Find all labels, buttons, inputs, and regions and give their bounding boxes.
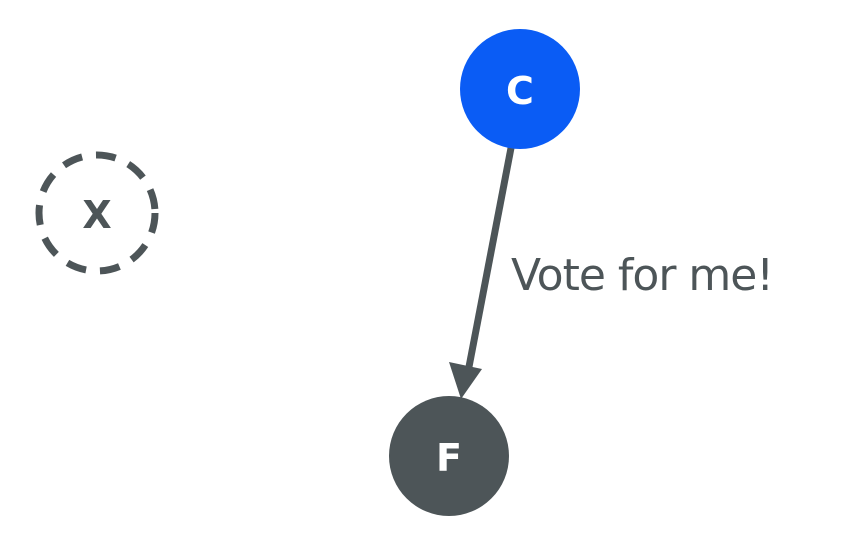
arrowhead-icon [449, 362, 482, 399]
node-x: X [35, 151, 159, 275]
node-x-label: X [82, 193, 111, 237]
node-f-label: F [436, 436, 462, 480]
node-f: F [389, 396, 509, 516]
edge-line [464, 147, 515, 373]
edge-c-to-f: Vote for me! [449, 147, 774, 399]
node-f-circle [389, 396, 509, 516]
node-x-circle [35, 151, 159, 275]
node-c-label: C [506, 69, 534, 113]
node-c-circle [460, 29, 580, 149]
edge-label: Vote for me! [511, 250, 773, 301]
node-c: C [460, 29, 580, 149]
